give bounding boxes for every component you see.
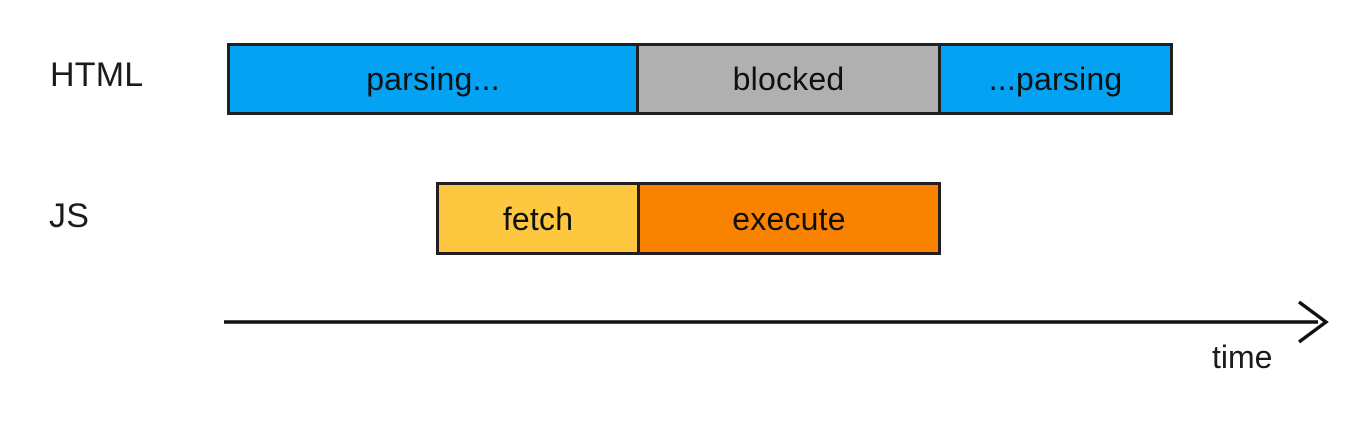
- segment-html-blocked: blocked: [636, 43, 941, 115]
- time-axis-arrow: [222, 298, 1332, 350]
- axis-label-time: time: [1212, 339, 1273, 375]
- segment-html-parsing-resume: ...parsing: [938, 43, 1173, 115]
- row-label-js: JS: [49, 197, 90, 235]
- segment-js-execute: execute: [637, 182, 941, 255]
- segment-html-parsing-start: parsing...: [227, 43, 639, 115]
- segment-js-fetch: fetch: [436, 182, 640, 255]
- timeline-track-html: parsing... blocked ...parsing: [227, 43, 1173, 115]
- timeline-track-js: fetch execute: [436, 182, 941, 255]
- row-label-html: HTML: [50, 56, 144, 94]
